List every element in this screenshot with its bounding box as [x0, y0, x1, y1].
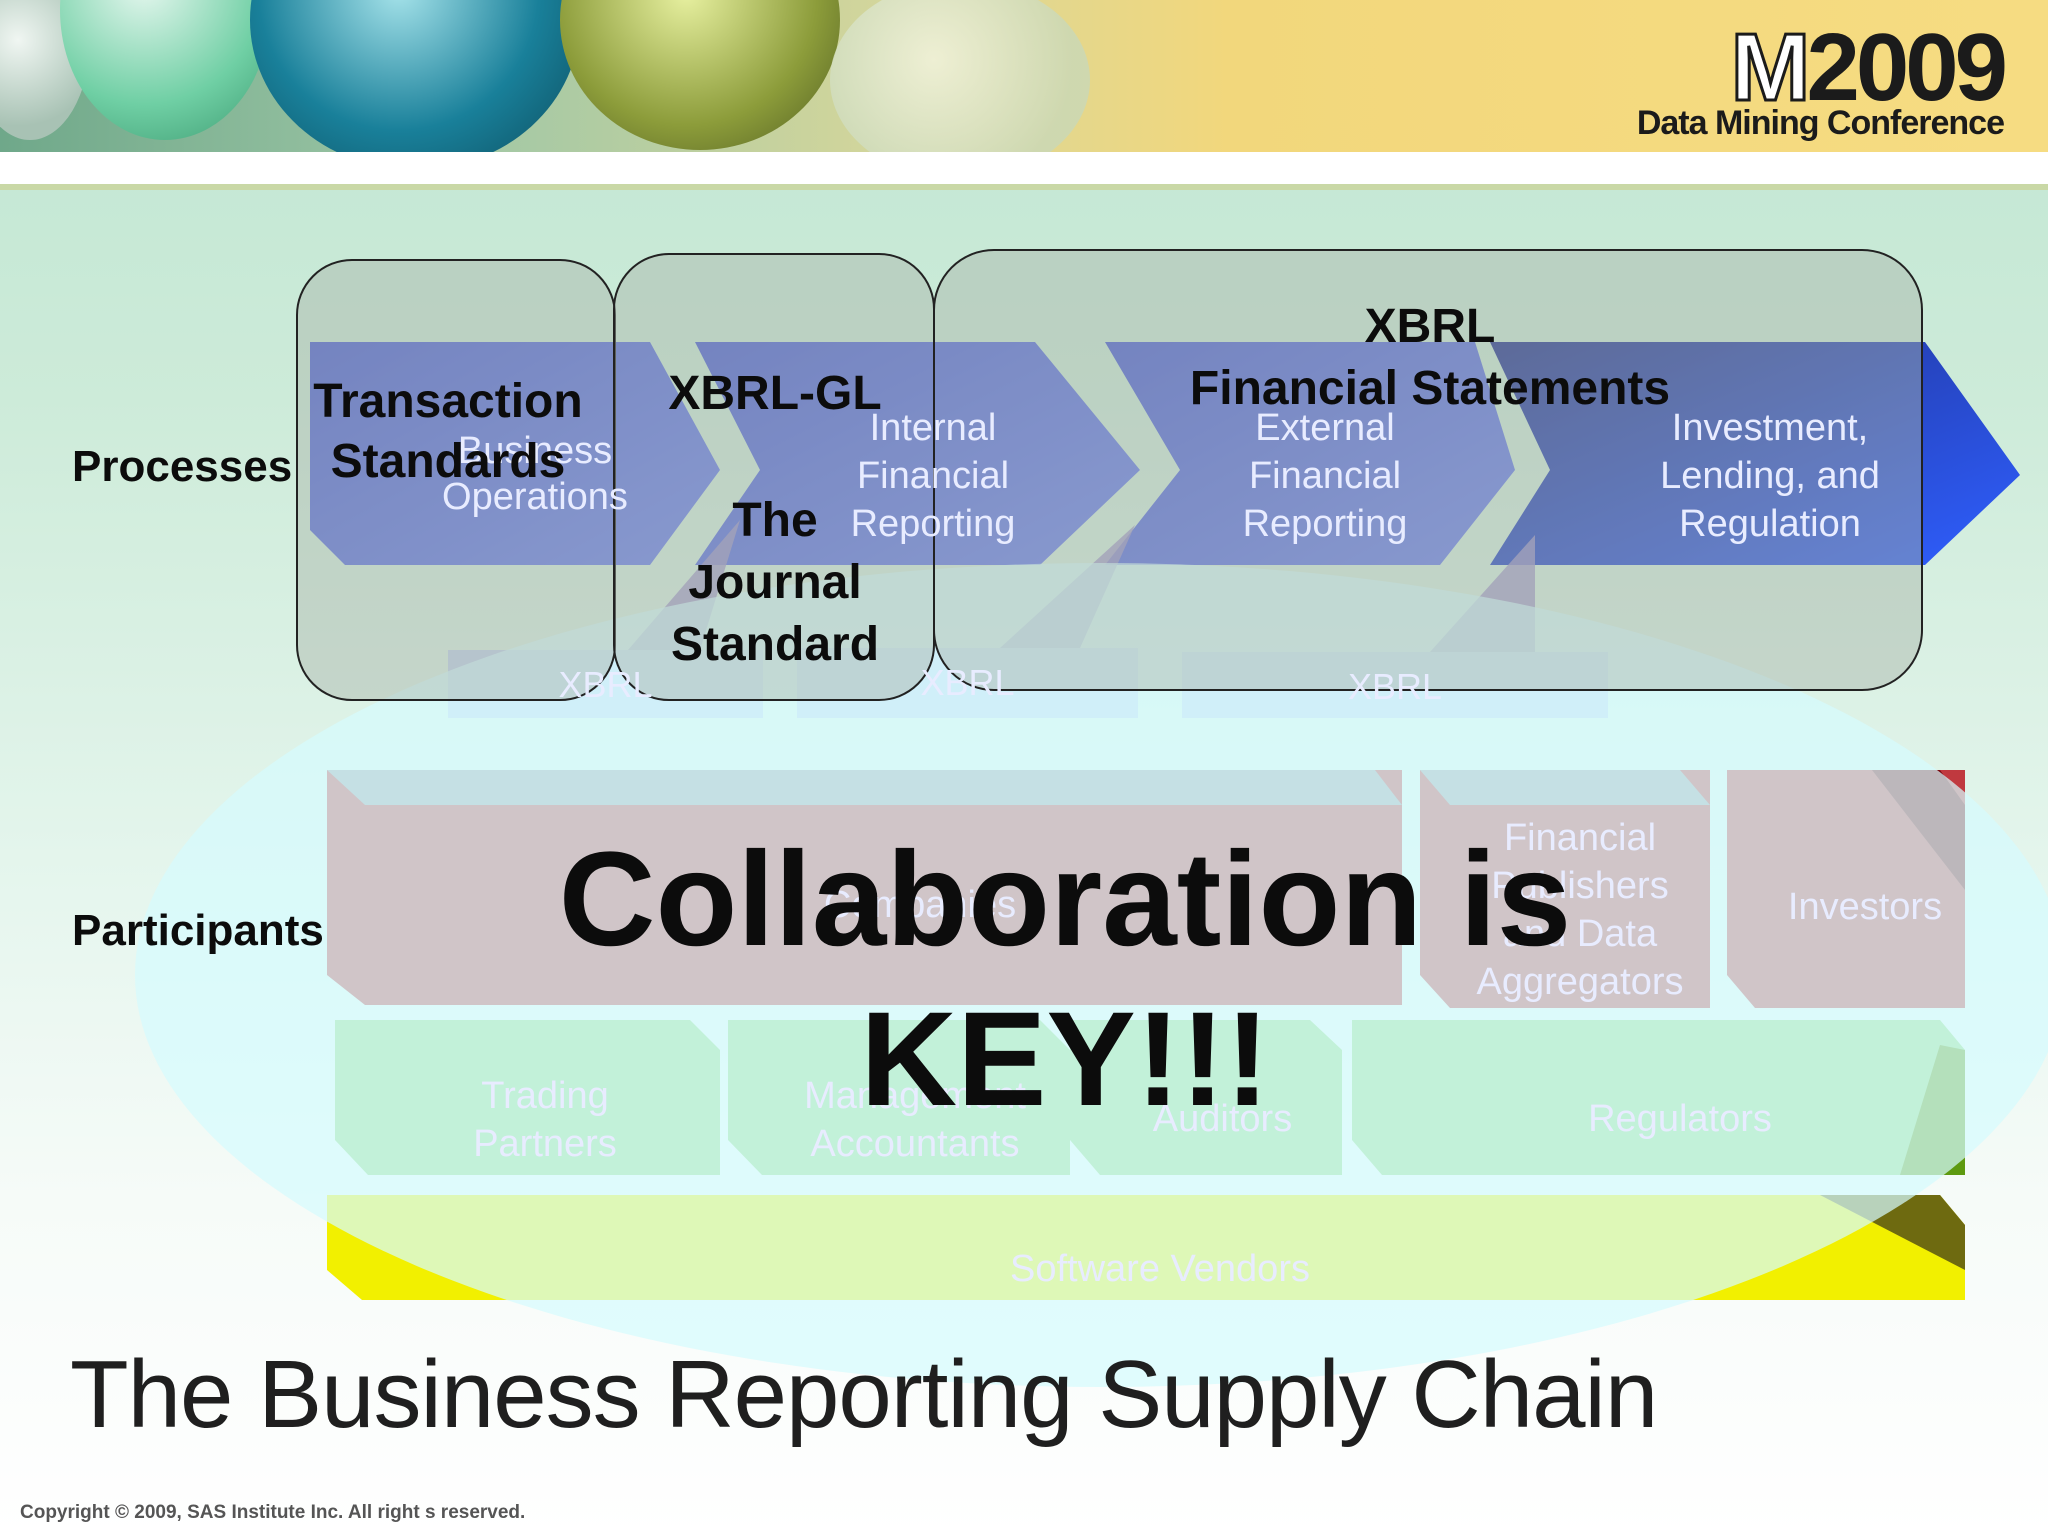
- process-chevron-4: [1490, 342, 2020, 565]
- process-chevron-2: [695, 342, 1140, 565]
- conference-logo: M2009: [1729, 14, 2008, 121]
- process-label-external-reporting: External Financial Reporting: [1242, 407, 1408, 545]
- participant-label-investors: Investors: [1787, 886, 1943, 928]
- xbrl-label-2: XBRL: [920, 662, 1015, 703]
- conference-name: Data Mining Conference: [1636, 104, 2005, 142]
- participant-label-companies: Companies: [823, 884, 1017, 926]
- participant-label-regulators: Regulators: [1588, 1098, 1772, 1140]
- group-label-transaction-standards: Transaction Standards: [313, 375, 583, 488]
- banner-divider: [0, 152, 2048, 184]
- marble-image: [830, 0, 1090, 180]
- copyright-footer: Copyright © 2009, SAS Institute Inc. All…: [20, 1502, 526, 1523]
- group-box-xbrl-fs: [933, 249, 1923, 691]
- banner-divider-accent: [0, 184, 2048, 190]
- xbrl-label-1: XBRL: [558, 664, 653, 705]
- participant-label-management: Management Accountants: [804, 1075, 1026, 1165]
- xbrl-label-3: XBRL: [1347, 666, 1443, 707]
- process-chevron-3: [1105, 342, 1515, 565]
- process-label-investment: Investment, Lending, and Regulation: [1660, 407, 1880, 545]
- row-label-processes: Processes: [72, 442, 293, 491]
- process-label-internal-reporting: Internal Financial Reporting: [850, 407, 1016, 545]
- process-chevron-1: [310, 342, 720, 565]
- group-label-xbrl-fs: XBRL Financial Statements: [1189, 300, 1671, 415]
- row-label-participants: Participants: [72, 906, 324, 955]
- participant-label-publishers: Financial Publishers and Data Aggregator…: [1476, 817, 1684, 1003]
- collaboration-ellipse: [135, 563, 2048, 1387]
- participant-label-software-vendors: Software Vendors: [1010, 1248, 1310, 1290]
- group-label-xbrl-gl: XBRL-GL: [668, 367, 882, 420]
- header-banner: M2009 Data Mining Conference: [0, 0, 2048, 180]
- group-label-journal-standard: The Journal Standard: [670, 494, 880, 671]
- participant-label-auditors: Auditors: [1152, 1098, 1293, 1140]
- collaboration-callout: Collaboration is KEY!!!: [558, 825, 1572, 1134]
- slide-title: The Business Reporting Supply Chain: [70, 1341, 1658, 1448]
- participant-label-trading-partners: Trading Partners: [473, 1075, 617, 1165]
- process-label-business-operations: Business Operations: [442, 430, 628, 518]
